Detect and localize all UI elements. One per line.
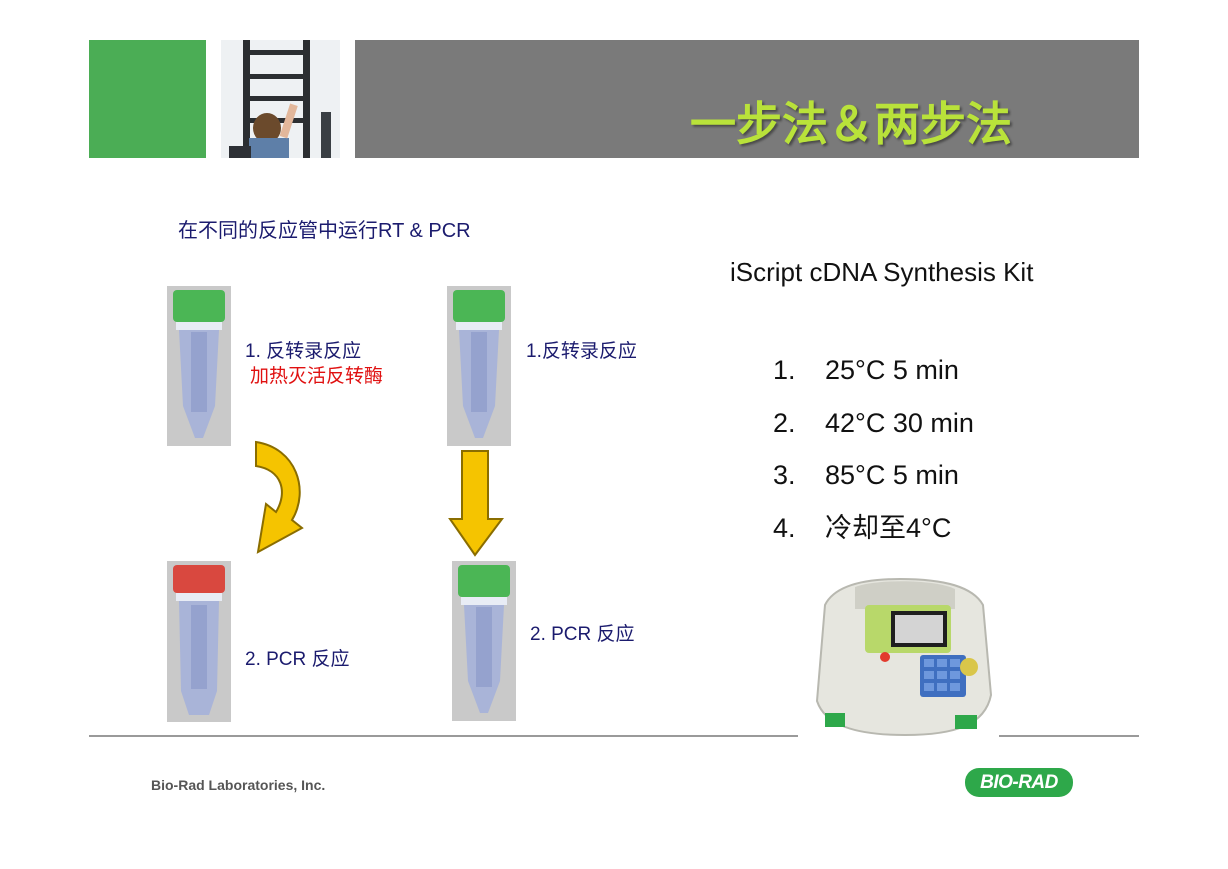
header-green-block [89, 40, 206, 158]
protocol-step: 1.25°C 5 min [773, 355, 959, 385]
tube-green-topleft [167, 286, 231, 446]
section-subtitle: 在不同的反应管中运行RT & PCR [178, 220, 471, 242]
kit-title: iScript cDNA Synthesis Kit [730, 257, 1034, 287]
protocol-step: 2.42°C 30 min [773, 407, 974, 438]
thermal-cycler-image [805, 575, 995, 740]
left-step1-note: 加热灭活反转酶 [250, 366, 384, 387]
protocol-step: 4.冷却至4°C [773, 512, 952, 543]
child-climbing-image [221, 40, 340, 158]
down-arrow-icon [448, 449, 504, 559]
left-step1-label: 1. 反转录反应 [245, 341, 362, 362]
header-gray-bar [355, 40, 1139, 158]
header-photo [221, 40, 340, 158]
right-step2-label: 2. PCR 反应 [530, 624, 635, 645]
left-step2-label: 2. PCR 反应 [245, 649, 350, 670]
slide-title: 一步法＆两步法 [690, 97, 1012, 151]
right-step1-label: 1.反转录反应 [526, 341, 637, 362]
curved-arrow-icon [252, 440, 308, 568]
footer-rule-left [89, 735, 798, 737]
footer-rule-right [999, 735, 1139, 737]
tube-green-bottomright [452, 561, 516, 721]
footer-company-name: Bio-Rad Laboratories, Inc. [151, 777, 326, 793]
protocol-steps: 1.25°C 5 min 2.42°C 30 min 3.85°C 5 min … [773, 352, 974, 562]
tube-green-topright [447, 286, 511, 446]
protocol-step: 3.85°C 5 min [773, 460, 959, 490]
bio-rad-logo: BIO-RAD [965, 768, 1073, 797]
tube-red-bottomleft [167, 561, 231, 722]
